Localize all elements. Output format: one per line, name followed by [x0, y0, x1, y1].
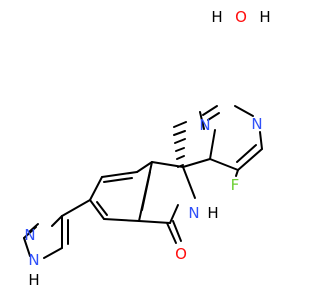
pyrimidine-nitrogen-3: N	[199, 116, 210, 134]
lactam-ring	[138, 161, 196, 244]
pyrazole-nitrogen: N	[24, 226, 35, 244]
pyrazole-hydrogen: H	[28, 271, 39, 289]
pyrazole-ring	[23, 199, 91, 259]
molecule-structure: H O H N H O	[23, 8, 271, 289]
structure-drawing: H O H N H O	[23, 8, 271, 289]
pyrimidine-ring	[182, 105, 263, 177]
benzene-ring	[89, 161, 153, 222]
water-hydrogen-left: H	[211, 8, 222, 26]
pyrimidine-nitrogen-1: N	[251, 115, 262, 133]
methyl-hashed-wedge	[173, 121, 187, 168]
water-oxygen: O	[235, 8, 247, 26]
water-hydrogen-right: H	[259, 8, 270, 26]
pyrazole-nh-nitrogen: N	[28, 251, 39, 269]
lactam-nitrogen: N	[188, 204, 199, 222]
lactam-hydrogen: H	[207, 204, 218, 222]
carbonyl-oxygen: O	[175, 245, 187, 263]
fluorine-atom: F	[231, 176, 240, 194]
